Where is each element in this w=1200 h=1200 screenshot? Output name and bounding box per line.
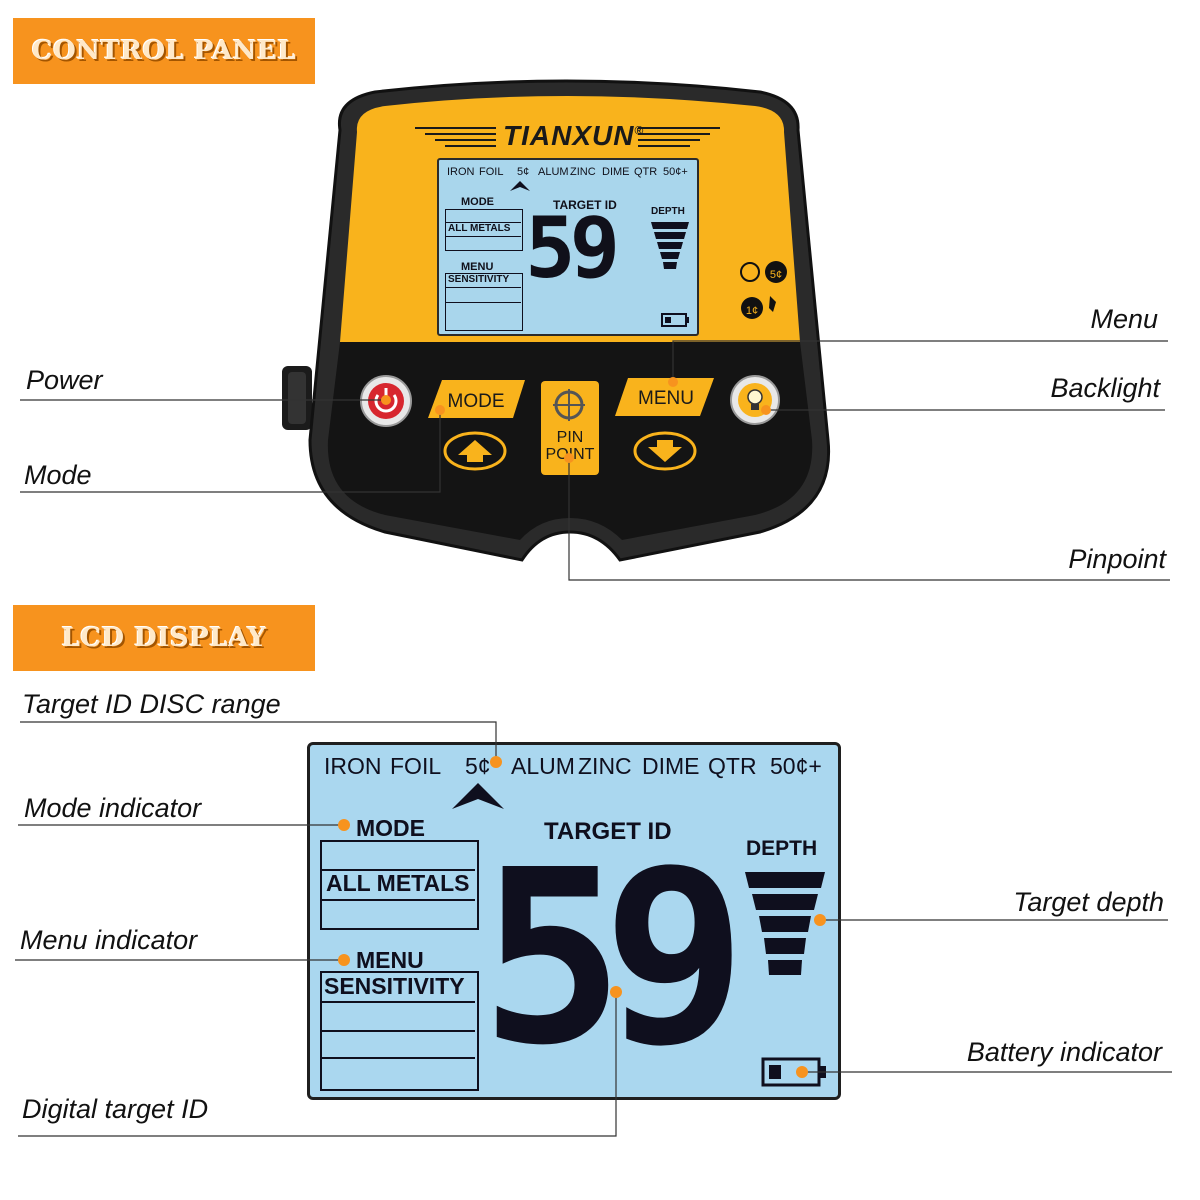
depth-bar-4 xyxy=(764,938,806,954)
mini-scale-dime: DIME xyxy=(602,166,630,178)
callout-pinpoint: Pinpoint xyxy=(1068,544,1166,574)
control-panel-title: CONTROL PANEL xyxy=(31,36,297,66)
scale-5c: 5¢ xyxy=(465,753,491,779)
cent-label: 1¢ xyxy=(745,305,759,317)
callout-menu-indicator: Menu indicator xyxy=(20,925,198,955)
mode-button-label: MODE xyxy=(447,391,505,412)
mini-target-id-label: TARGET ID xyxy=(553,198,617,212)
nickel-label: 5¢ xyxy=(769,269,783,281)
mini-target-id-value: 59 xyxy=(525,199,620,297)
mini-mode-value: ALL METALS xyxy=(448,223,511,234)
callout-power: Power xyxy=(26,365,103,395)
scale-foil: FOIL xyxy=(390,753,442,779)
scale-alum: ALUM xyxy=(511,753,575,779)
disc-range-arrow-icon xyxy=(452,783,504,809)
control-panel-banner: CONTROL PANEL xyxy=(13,18,315,84)
callout-digital-target-id: Digital target ID xyxy=(22,1094,209,1124)
lcd-display-banner: LCD DISPLAY xyxy=(13,605,315,671)
mini-scale-50c: 50¢+ xyxy=(663,166,688,178)
mini-scale-zinc: ZINC xyxy=(570,166,596,178)
menu-value: SENSITIVITY xyxy=(324,973,465,999)
mini-disc-arrow-icon xyxy=(510,181,530,191)
battery-icon xyxy=(761,1057,826,1087)
lcd-display-title: LCD DISPLAY xyxy=(61,623,267,653)
nickel-icon xyxy=(765,261,787,283)
callout-backlight: Backlight xyxy=(1050,373,1160,403)
arrow-down-icon xyxy=(648,440,682,462)
mini-scale-5c: 5¢ xyxy=(517,166,530,178)
scale-iron: IRON xyxy=(324,753,382,779)
callout-mode-indicator: Mode indicator xyxy=(24,793,202,823)
scale-dime: DIME xyxy=(642,753,700,779)
scale-qtr: QTR xyxy=(708,753,757,779)
mini-depth-label: DEPTH xyxy=(651,206,685,217)
mini-scale-qtr: QTR xyxy=(634,166,658,178)
menu-button[interactable] xyxy=(615,378,714,416)
mode-box xyxy=(320,840,479,930)
mini-scale-alum: ALUM xyxy=(538,166,569,178)
mini-depth-bars xyxy=(651,222,689,269)
pinpoint-label-line1: PIN xyxy=(556,429,584,446)
callout-target-depth: Target depth xyxy=(1013,887,1164,917)
depth-label: DEPTH xyxy=(746,837,818,860)
callout-menu: Menu xyxy=(1090,304,1158,334)
brand-stripes xyxy=(415,127,720,147)
target-id-label: TARGET ID xyxy=(544,818,672,845)
depth-bar-5 xyxy=(768,960,802,975)
callout-battery-indicator: Battery indicator xyxy=(966,1037,1162,1067)
menu-button-label: MENU xyxy=(638,388,694,409)
bulb-icon xyxy=(747,389,763,405)
device-lcd-screen: IRON FOIL 5¢ ALUM ZINC DIME QTR 50¢+ MOD… xyxy=(437,158,699,336)
ring-icon xyxy=(740,262,760,282)
menu-title: MENU xyxy=(356,947,424,973)
bottle-cap-icon xyxy=(769,296,776,312)
arrow-up-icon xyxy=(458,440,492,462)
scale-zinc: ZINC xyxy=(578,753,632,779)
mini-scale-iron: IRON xyxy=(447,166,475,178)
brand-logo: TIANXUN® xyxy=(503,120,645,151)
mini-menu-value: SENSITIVITY xyxy=(448,274,510,285)
mode-value: ALL METALS xyxy=(326,870,470,896)
depth-bar-2 xyxy=(752,894,818,910)
mini-menu-title: MENU xyxy=(461,261,494,273)
mode-title: MODE xyxy=(356,815,425,841)
callout-mode: Mode xyxy=(24,460,92,490)
cent-icon xyxy=(741,297,763,319)
callout-disc-range: Target ID DISC range xyxy=(22,689,281,719)
mini-mode-title: MODE xyxy=(461,196,494,208)
scale-50c: 50¢+ xyxy=(770,753,822,779)
mini-scale-foil: FOIL xyxy=(479,166,504,178)
depth-bar-3 xyxy=(759,916,811,932)
depth-bar-1 xyxy=(745,872,825,888)
mini-battery-icon xyxy=(661,313,689,327)
target-id-value: 59 xyxy=(480,818,747,1098)
depth-bars xyxy=(745,872,825,975)
pinpoint-label-line2: POINT xyxy=(545,446,595,463)
mode-button[interactable] xyxy=(428,380,525,418)
lcd-display-panel: IRON FOIL 5¢ ALUM ZINC DIME QTR 50¢+ MOD… xyxy=(307,742,841,1100)
